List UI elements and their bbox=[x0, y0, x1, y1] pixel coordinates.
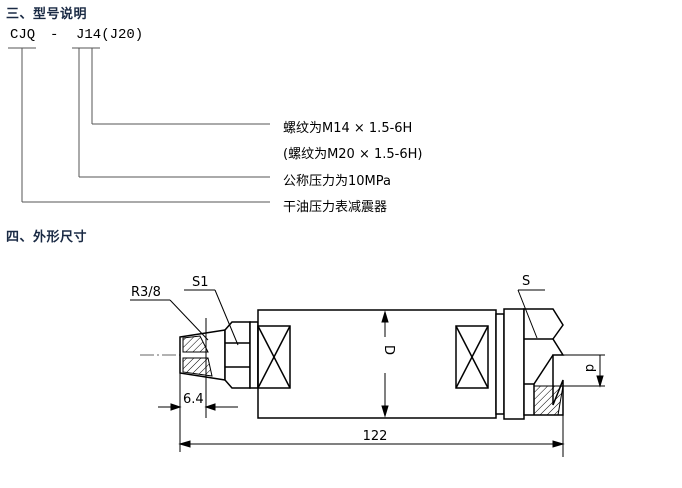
model-dash: - bbox=[50, 27, 59, 43]
dimension-bore bbox=[536, 354, 605, 388]
hex-s1 bbox=[224, 321, 259, 389]
explanation-product-name: 干油压力表减震器 bbox=[283, 200, 388, 215]
hex-s bbox=[495, 308, 565, 420]
section4-title: 四、外形尺寸 bbox=[6, 230, 88, 245]
model-suffix: J14(J20) bbox=[76, 27, 144, 43]
model-prefix: CJQ bbox=[10, 27, 36, 43]
thread-tip bbox=[179, 329, 226, 381]
dimension-thread-length bbox=[158, 318, 238, 452]
section3-title: 三、型号说明 bbox=[6, 7, 88, 22]
explanation-pressure: 公称压力为10MPa bbox=[283, 174, 391, 189]
label-thread: R3/8 bbox=[131, 285, 161, 300]
label-thread-length: 6.4 bbox=[183, 392, 204, 407]
leader-lines bbox=[130, 289, 545, 346]
label-diameter: D bbox=[381, 345, 396, 355]
label-hex-s: S bbox=[522, 274, 530, 289]
label-total-length: 122 bbox=[363, 429, 388, 444]
model-tree-lines bbox=[8, 47, 270, 203]
explanation-thread-m14: 螺纹为M14 × 1.5-6H bbox=[283, 121, 413, 136]
explanation-thread-m20: (螺纹为M20 × 1.5-6H) bbox=[283, 147, 423, 162]
label-hex-s1: S1 bbox=[192, 275, 209, 290]
dimension-total-length bbox=[178, 415, 565, 457]
main-body bbox=[257, 309, 497, 419]
dimension-d-upper bbox=[381, 310, 389, 418]
label-bore: d bbox=[582, 364, 597, 372]
